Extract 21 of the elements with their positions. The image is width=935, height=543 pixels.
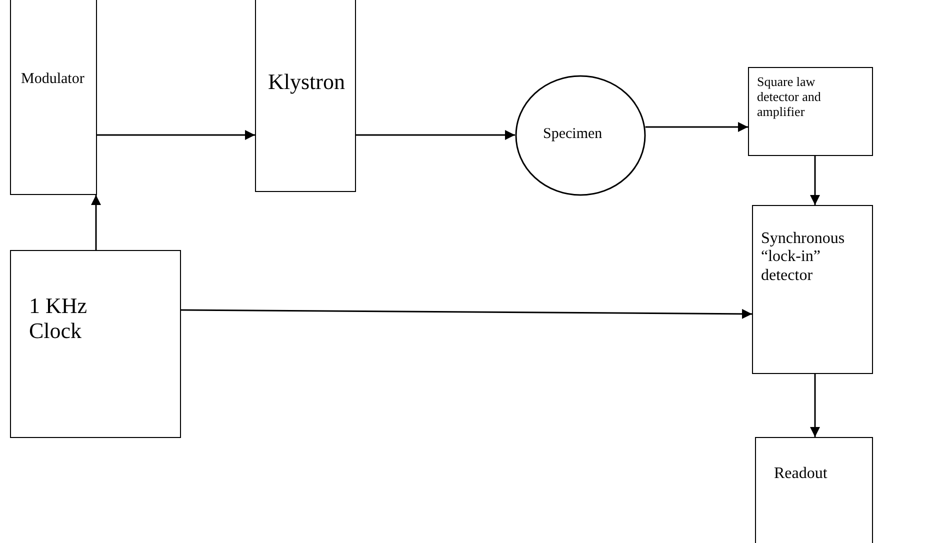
block-label: Klystron: [268, 69, 346, 94]
arrow: [645, 122, 748, 132]
block-box: [748, 67, 873, 156]
block-label: Square law detector and amplifier: [757, 75, 822, 120]
arrow: [97, 130, 255, 140]
block-label: Specimen: [543, 126, 604, 144]
block-label: 1 KHz Clock: [29, 293, 88, 344]
arrow: [810, 156, 820, 205]
arrow: [181, 308, 752, 319]
block-box: [10, 0, 97, 195]
block-label: Readout: [774, 465, 828, 484]
block-box: [255, 0, 356, 192]
arrow: [91, 195, 101, 250]
block-label: Modulator: [21, 71, 86, 88]
block-label: Synchronous “lock-in” detector: [761, 230, 846, 286]
circle-node: [515, 75, 646, 196]
block-box: [755, 437, 873, 543]
arrow: [810, 374, 820, 437]
arrow: [356, 130, 515, 140]
block-box: [752, 205, 873, 374]
block-box: [10, 250, 181, 438]
